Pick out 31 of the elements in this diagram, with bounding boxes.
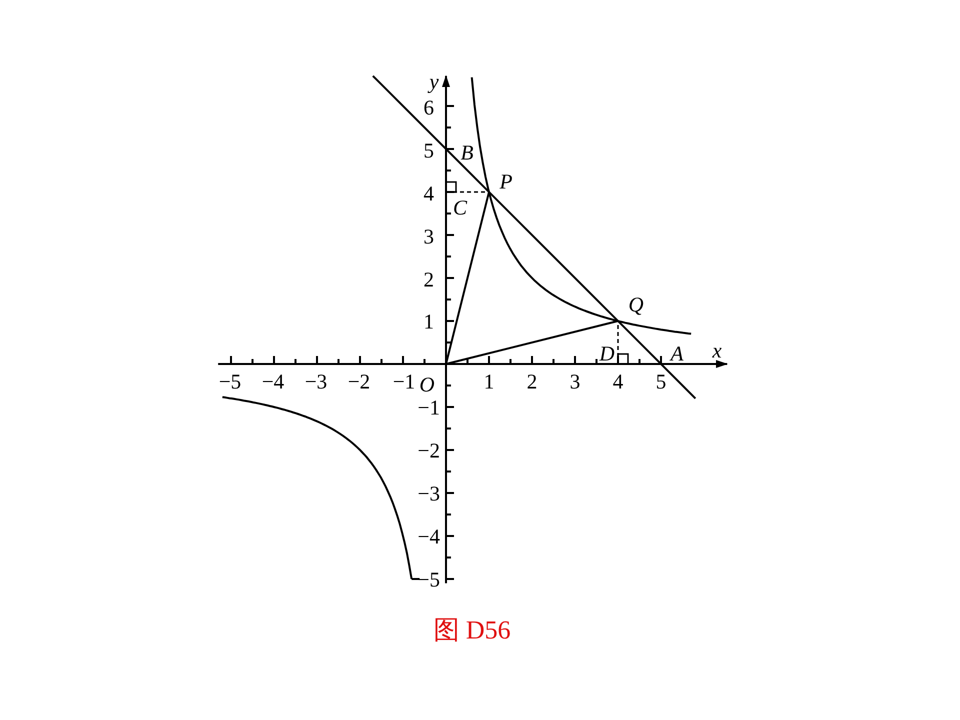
point-label: P (500, 172, 512, 192)
tick-label: −5 (418, 570, 440, 590)
tick-label: −3 (418, 484, 440, 504)
point-label: B (460, 142, 474, 164)
point-label: D (599, 344, 615, 364)
figure-caption: 图 D56 (433, 614, 511, 646)
tick-label: −4 (262, 372, 284, 392)
tick-label: −5 (218, 372, 242, 392)
axis-label: y (429, 72, 439, 92)
tick-label: −1 (392, 372, 416, 392)
tick-label: 4 (612, 372, 624, 392)
tick-label: −3 (304, 372, 328, 392)
tick-label: 5 (656, 372, 666, 392)
tick-label: −4 (418, 526, 440, 548)
point-label: O (419, 374, 435, 396)
tick-label: −2 (418, 440, 440, 462)
tick-label: 2 (424, 270, 434, 290)
tick-label: 1 (424, 312, 434, 332)
tick-label: 3 (570, 372, 580, 392)
tick-label: 6 (424, 98, 434, 118)
tick-label: 3 (424, 226, 434, 248)
point-label: C (453, 198, 467, 218)
point-label: A (670, 344, 684, 364)
tick-label: 4 (424, 184, 434, 204)
tick-label: 5 (424, 140, 434, 162)
tick-label: 1 (484, 372, 494, 392)
tick-label: −1 (418, 398, 440, 418)
tick-label: 2 (526, 372, 538, 392)
axis-label: x (712, 340, 722, 362)
point-label: Q (628, 294, 644, 316)
tick-label: −2 (348, 372, 370, 392)
